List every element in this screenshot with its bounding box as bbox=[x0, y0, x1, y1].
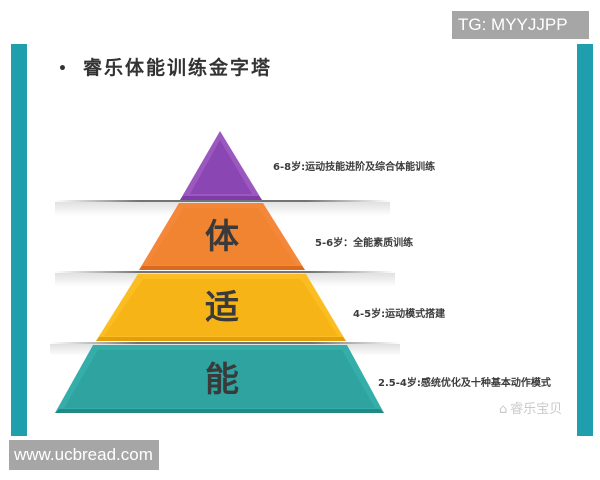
slide-title: • 睿乐体能训练金字塔 bbox=[58, 53, 272, 80]
watermark-top-right: TG: MYYJJPP bbox=[452, 11, 589, 39]
brand-logo-text: 睿乐宝贝 bbox=[510, 402, 563, 417]
tier-2-orange bbox=[139, 203, 305, 270]
tier-4-char: 能 bbox=[205, 360, 239, 400]
tier-4-teal bbox=[55, 345, 384, 413]
tier-1-description: 6-8岁:运动技能进阶及综合体能训练 bbox=[273, 162, 436, 173]
right-accent-bar bbox=[577, 44, 593, 436]
tier-3-yellow bbox=[96, 274, 346, 341]
brand-logo: ⌂睿乐宝贝 bbox=[499, 398, 562, 417]
slide-title-text: 睿乐体能训练金字塔 bbox=[82, 57, 272, 79]
bullet-icon: • bbox=[58, 60, 69, 77]
tier-3-char: 适 bbox=[205, 288, 239, 328]
watermark-bottom-left: www.ucbread.com bbox=[9, 440, 159, 470]
tier-2-char: 体 bbox=[205, 217, 239, 257]
tier-4-description: 2.5-4岁:感统优化及十种基本动作模式 bbox=[378, 378, 551, 389]
wechat-icon: ⌂ bbox=[499, 402, 508, 417]
tier-3-description: 4-5岁:运动模式搭建 bbox=[353, 309, 446, 320]
tier-1-purple bbox=[180, 131, 262, 200]
tier-2-description: 5-6岁：全能素质训练 bbox=[315, 238, 414, 249]
left-accent-bar bbox=[11, 44, 27, 436]
